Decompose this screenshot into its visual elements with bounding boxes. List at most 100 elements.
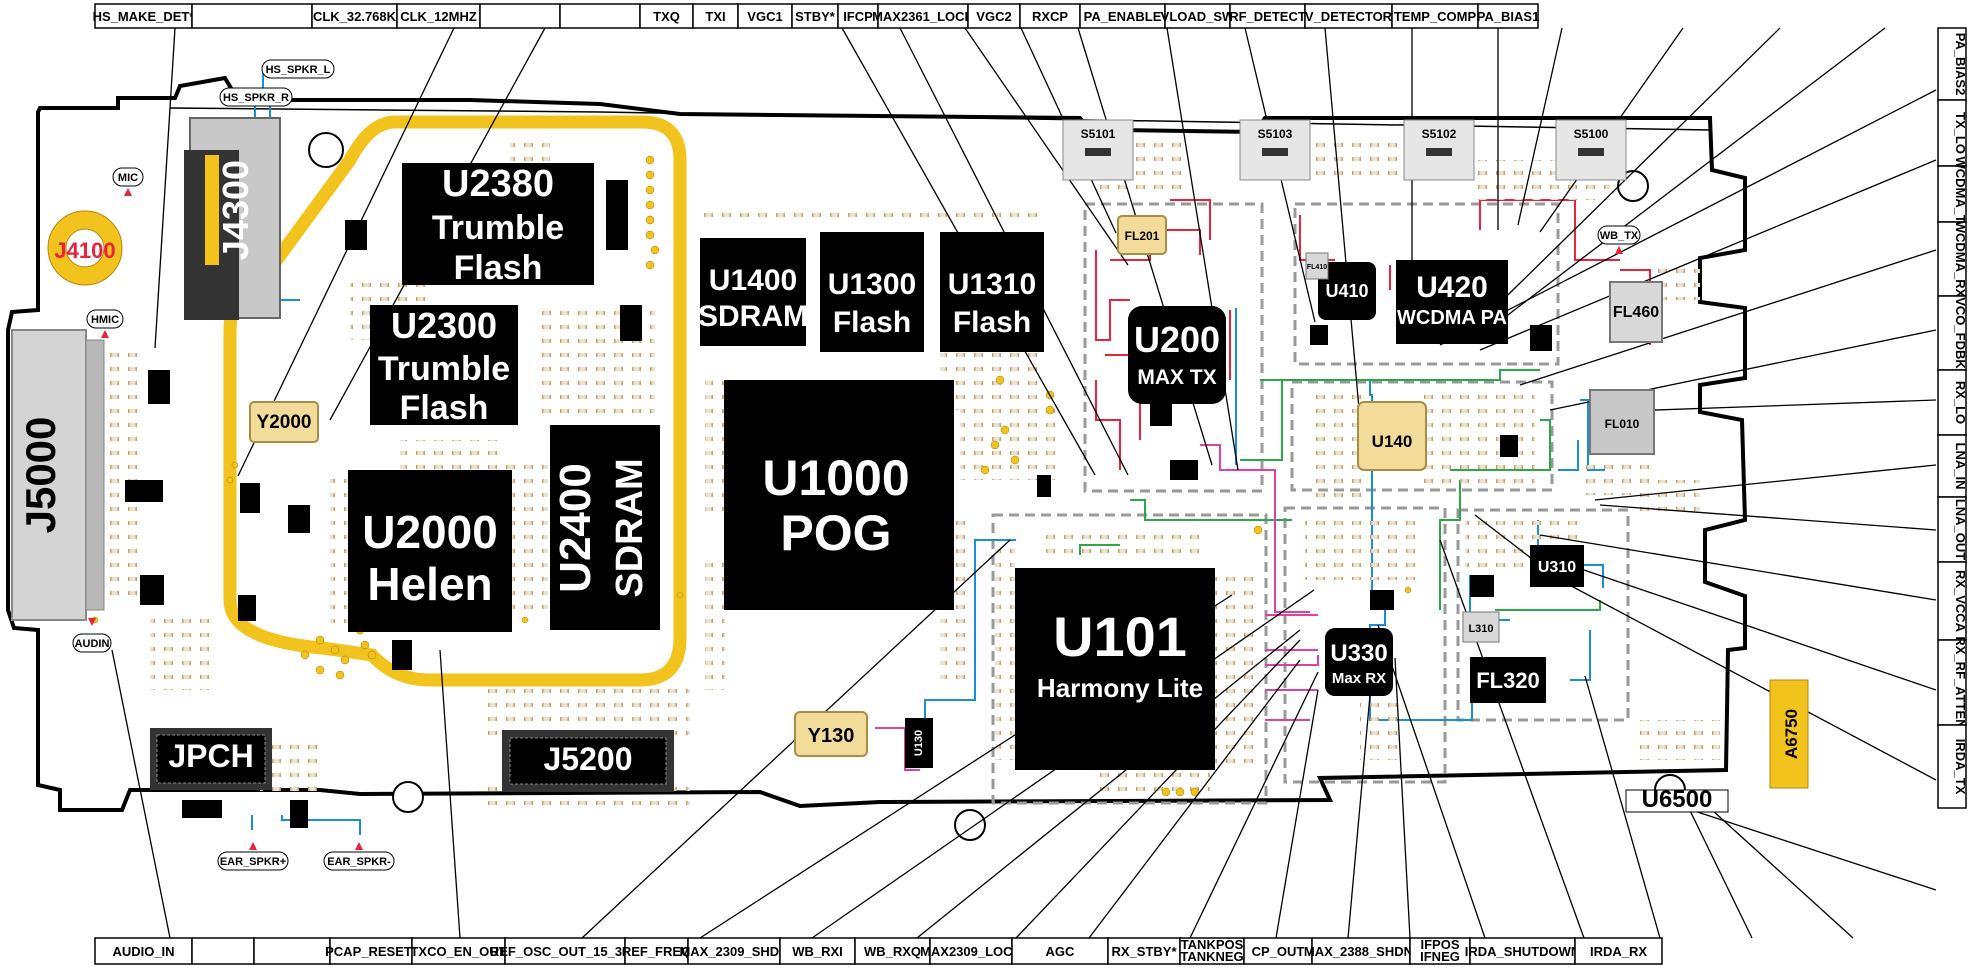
bottom-signal-label: RX_STBY* <box>1111 944 1177 959</box>
bottom-signal-ref-freq: REF_FREQ <box>622 937 691 965</box>
top-signal-txi: TXI <box>692 3 739 29</box>
u1310-type: Flash <box>953 306 1031 339</box>
magenta-traces <box>875 444 1319 771</box>
u410-ref: U410 <box>1325 281 1368 301</box>
right-signal-label: RX_LO <box>1953 381 1968 424</box>
top-signal-label: VLOAD_SW <box>1161 9 1235 24</box>
ear-spkr-plus-label: EAR_SPKR+ <box>220 856 286 868</box>
top-signal-max2361-lock: MAX2361_LOCK <box>872 3 975 29</box>
right-signal-label: PA_BIAS2 <box>1953 33 1968 96</box>
test-points <box>91 155 1412 797</box>
u2380-name: Trumble <box>432 209 564 247</box>
top-signal-label: CLK_12MHZ <box>400 9 477 24</box>
bottom-signal-irda-shutdown: IRDA_SHUTDOWN <box>1465 937 1581 965</box>
right-signal-rx-rf-atten: RX_RF_ATTEN <box>1937 636 1968 729</box>
j4300-jack: J4300 <box>184 117 281 320</box>
top-signal-ifcp: IFCP <box>837 3 879 29</box>
right-signal-label: LNA_OUT <box>1953 499 1968 560</box>
callout-wb-tx: WB_TX <box>1597 225 1641 245</box>
bottom-signal-label: WB_RXI <box>792 944 843 959</box>
board-callouts: HS_SPKR_L HS_SPKR_R MIC HMIC AUDIN EAR_S… <box>72 59 1641 871</box>
bottom-signal-label: TXCO_EN_OUT <box>410 944 506 959</box>
audin-label: AUDIN <box>75 638 110 650</box>
u2300-type: Flash <box>400 389 489 427</box>
j4100-label: J4100 <box>54 238 115 263</box>
bottom-signal-label: PCAP_RESET* <box>325 944 418 959</box>
u2300-ref: U2300 <box>391 305 497 346</box>
bottom-signal-label: AUDIO_IN <box>112 944 174 959</box>
bottom-signal-wb-rxq: WB_RXQ <box>854 937 931 965</box>
right-signal-rx-lo: RX_LO <box>1937 369 1968 436</box>
chip-u130: U130 <box>905 718 933 768</box>
chip-u330: U330 Max RX <box>1325 628 1393 696</box>
bottom-signal-audio-in: AUDIO_IN <box>94 937 193 965</box>
s5100-label: S5100 <box>1574 127 1609 141</box>
y130-ref: Y130 <box>808 725 855 747</box>
right-signal-tx-lo: TX_LO <box>1937 99 1968 167</box>
bottom-signal-blank-2 <box>253 937 331 965</box>
fl410-ref: FL410 <box>1307 264 1327 271</box>
bottom-signal-ref-osc-out-15-36m: REF_OSC_OUT_15_36M <box>490 937 640 965</box>
u101-name: Harmony Lite <box>1037 673 1203 703</box>
top-signal-vload-sw: VLOAD_SW <box>1161 3 1235 29</box>
u6500-ref: U6500 <box>1642 786 1713 813</box>
top-signal-label: CLK_32.768K <box>313 9 397 24</box>
ear-spkr-minus-label: EAR_SPKR- <box>327 856 391 868</box>
bottom-signal-bar: AUDIO_IN PCAP_RESET*TXCO_EN_OUTREF_OSC_OU… <box>94 937 1663 965</box>
j5200-ref: J5200 <box>544 741 633 777</box>
a6750-ref: A6750 <box>1782 709 1801 759</box>
chip-a6750: A6750 <box>1769 679 1809 789</box>
jpch-ref: JPCH <box>168 738 253 774</box>
top-signal-label: IFCP <box>843 9 873 24</box>
bottom-signal-label: WB_RXQ <box>864 944 921 959</box>
chip-fl410: FL410 <box>1305 252 1329 280</box>
right-signal-lna-in: LNA_IN <box>1937 434 1968 498</box>
u101-ref: U101 <box>1053 605 1187 668</box>
right-signal-rx-vcca: RX_VCCA <box>1937 561 1968 641</box>
u200-name: MAX TX <box>1137 366 1216 389</box>
top-signal-clk-32-768k: CLK_32.768K <box>311 3 398 29</box>
bottom-signal-label: IRDA_SHUTDOWN <box>1465 944 1581 959</box>
right-signal-label: LNA_IN <box>1953 443 1968 490</box>
bottom-signal-label: IRDA_RX <box>1590 944 1647 959</box>
pcb-outline <box>6 75 1748 812</box>
chip-fl201: FL201 <box>1117 215 1167 255</box>
top-signal-label: V_DETECTOR <box>1305 9 1393 24</box>
callout-arrows <box>88 188 1623 850</box>
chip-fl320: FL320 <box>1470 657 1546 703</box>
j5000-label: J5000 <box>17 417 64 534</box>
top-signal-label: RF_DETECT <box>1229 9 1306 24</box>
top-signal-label: TXQ <box>653 9 680 24</box>
u2000-name: Helen <box>367 558 492 610</box>
switches: S5101 S5103 S5102 S5100 <box>1062 119 1627 181</box>
top-signal-pa-bias1: PA_BIAS1 <box>1477 3 1539 29</box>
fl460-ref: FL460 <box>1613 304 1659 321</box>
u1300-type: Flash <box>833 306 911 339</box>
bottom-signal-irda-rx: IRDA_RX <box>1574 937 1663 965</box>
wb-tx-label: WB_TX <box>1600 230 1639 242</box>
callout-hmic: HMIC <box>86 309 124 329</box>
u1400-type: SDRAM <box>698 300 808 333</box>
u1400-ref: U1400 <box>709 264 797 297</box>
top-signal-v-detector: V_DETECTOR <box>1304 3 1393 29</box>
bottom-signal-max-2388-shdn: MAX_2388_SHDN* <box>1304 937 1419 965</box>
right-signal-label: RX_RF_ATTEN <box>1953 636 1968 728</box>
u1000-name: POG <box>780 505 891 561</box>
chip-fl460: FL460 <box>1609 281 1663 343</box>
bottom-signal-max-2309-shdn: MAX_2309_SHDN <box>679 937 789 965</box>
chip-u1310: U1310 Flash <box>940 232 1044 352</box>
chip-fl010: FL010 <box>1589 389 1655 455</box>
y2000-ref: Y2000 <box>257 412 312 433</box>
u2000-ref: U2000 <box>362 506 498 558</box>
u2400-type: SDRAM <box>609 458 651 597</box>
switch-s5102: S5102 <box>1403 119 1475 181</box>
u130-ref: U130 <box>913 730 925 756</box>
chip-jpch: JPCH <box>150 728 272 790</box>
u200-ref: U200 <box>1134 319 1220 360</box>
top-signal-label: MAX2361_LOCK <box>872 9 974 24</box>
chip-j5200: J5200 <box>502 730 674 792</box>
chip-u1300: U1300 Flash <box>820 232 924 352</box>
fl201-ref: FL201 <box>1125 229 1160 243</box>
hs-spkr-r-label: HS_SPKR_R <box>223 92 289 104</box>
